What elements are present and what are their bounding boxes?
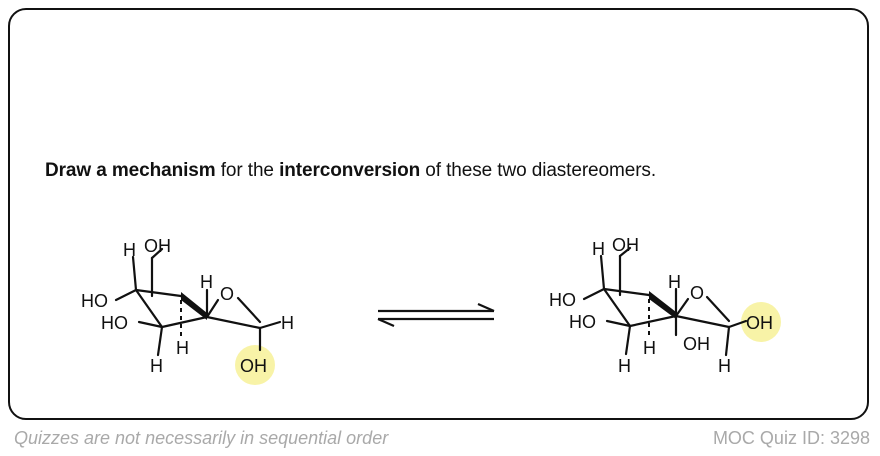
quiz-id-label: MOC Quiz ID: 3298 [712, 428, 870, 448]
left-ho-c4: HO [81, 291, 108, 311]
left-h-c2-down: H [176, 338, 189, 358]
left-ring-o: O [220, 284, 234, 304]
left-h-c3-down: H [150, 356, 163, 376]
question-text: Draw a mechanism for the interconversion… [45, 160, 656, 182]
right-ho-c4: HO [549, 290, 576, 310]
right-oh-c1: OH [746, 313, 773, 333]
right-h-c2-down: H [643, 338, 656, 358]
question-bold-1: Draw a mechanism [45, 160, 216, 181]
question-text-3: of these two diastereomers. [420, 160, 656, 181]
right-h-c1-down: H [718, 356, 731, 376]
molecule-right: H OH H O HO HO OH H H OH H [549, 235, 781, 376]
right-ho-c3: HO [569, 312, 596, 332]
question-text-2: for the [215, 160, 280, 181]
right-h-c2: H [668, 272, 681, 292]
left-h-c1: H [281, 313, 294, 333]
right-oh-top: OH [612, 235, 639, 255]
highlight-circle-left [235, 345, 275, 385]
left-h-top: H [123, 240, 136, 260]
footer-disclaimer: Quizzes are not necessarily in sequentia… [14, 428, 389, 448]
left-oh-top: OH [144, 236, 171, 256]
right-h-c3-down: H [618, 356, 631, 376]
right-ring-o: O [690, 283, 704, 303]
right-oh-c2: OH [683, 334, 710, 354]
right-h-top: H [592, 239, 605, 259]
highlight-circle-right [741, 302, 781, 342]
left-oh-c1: OH [240, 356, 267, 376]
question-bold-2: interconversion [279, 160, 421, 181]
left-ho-c3: HO [101, 313, 128, 333]
equilibrium-arrows [377, 302, 495, 328]
left-h-c2: H [200, 272, 213, 292]
molecule-left: H OH H O HO HO H H H OH [81, 236, 294, 385]
